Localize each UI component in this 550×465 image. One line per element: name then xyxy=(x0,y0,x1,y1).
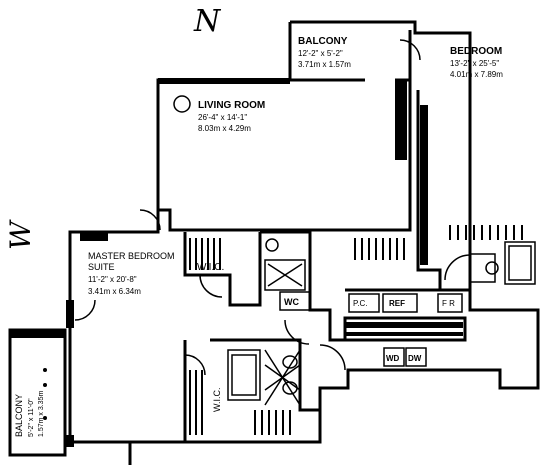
master-bedroom-name-1: MASTER BEDROOM xyxy=(88,251,175,261)
balcony-left-name: BALCONY xyxy=(14,394,24,437)
label-bedroom: BEDROOM 13'-2" x 25'-5" 4.01m x 7.89m xyxy=(450,46,503,79)
living-room-metric: 8.03m x 4.29m xyxy=(198,124,251,133)
master-bedroom-metric: 3.41m x 6.34m xyxy=(88,287,141,296)
closet-shelving xyxy=(189,225,523,435)
vanity-crosshatch xyxy=(264,349,301,406)
wd-label: WD xyxy=(386,354,400,363)
balcony-top-name: BALCONY xyxy=(298,36,348,47)
sink-bedroom xyxy=(485,261,499,275)
living-room-column xyxy=(173,95,191,113)
balcony-top-imperial: 12'-2" x 5'-2" xyxy=(298,49,343,58)
solid-walls xyxy=(80,78,463,336)
label-balcony-top: BALCONY 12'-2" x 5'-2" 3.71m x 1.57m xyxy=(298,36,351,69)
compass-west: W xyxy=(4,219,37,250)
sink-bath xyxy=(265,238,279,252)
living-room-imperial: 26'-4" x 14'-1" xyxy=(198,113,247,122)
wic-label-2: W.I.C. xyxy=(212,388,222,413)
wc-box xyxy=(279,291,311,311)
tub-master xyxy=(227,349,261,401)
balcony-left-imperial: 5'-2" x 11'-0" xyxy=(28,398,35,437)
balcony-left-metric: 1.57m x 3.35m xyxy=(38,391,45,437)
master-bedroom-imperial: 11'-2" x 20'-8" xyxy=(88,275,137,284)
ref-box xyxy=(382,293,418,313)
exterior-wall xyxy=(128,20,540,465)
bedroom-name: BEDROOM xyxy=(450,46,502,57)
label-balcony-left: BALCONY 5'-2" x 11'-0" 1.57m x 3.35m xyxy=(14,391,45,437)
wc-label: WC xyxy=(284,297,299,307)
master-suite-wall xyxy=(68,325,130,444)
kitchen-counter xyxy=(343,316,467,342)
bath-lower-wall xyxy=(210,338,320,412)
sink-2 xyxy=(282,381,298,395)
pc-label: P.C. xyxy=(353,299,368,308)
fr-box xyxy=(437,293,463,313)
living-room-wall xyxy=(156,78,412,232)
living-room-name: LIVING ROOM xyxy=(198,100,265,111)
label-master-bedroom: MASTER BEDROOM SUITE 11'-2" x 20'-8" 3.4… xyxy=(88,251,175,296)
ref-label: REF xyxy=(389,299,405,308)
balcony-left-rail xyxy=(10,330,65,338)
kitchen-appliances xyxy=(279,291,463,367)
wic-label-1: W.I.C. xyxy=(197,262,224,273)
bath-fixtures xyxy=(173,95,536,406)
compass-north: N xyxy=(193,4,222,39)
dw-box xyxy=(405,347,427,367)
kitchen-wall xyxy=(345,288,472,310)
master-bedroom-name-2: SUITE xyxy=(88,262,115,272)
tub-hall-bath xyxy=(264,259,306,291)
bedroom-metric: 4.01m x 7.89m xyxy=(450,70,503,79)
bath-wall xyxy=(260,230,345,342)
label-living-room: LIVING ROOM 26'-4" x 14'-1" 8.03m x 4.29… xyxy=(198,100,265,133)
walls xyxy=(66,20,540,465)
pc-box xyxy=(348,293,380,313)
door-swings xyxy=(74,39,471,376)
wic-wall xyxy=(183,232,262,307)
tub-bedroom xyxy=(504,241,536,285)
sink-1 xyxy=(282,355,298,369)
wd-box xyxy=(383,347,405,367)
dw-label: DW xyxy=(408,354,422,363)
balcony-top-metric: 3.71m x 1.57m xyxy=(298,60,351,69)
bedroom-imperial: 13'-2" x 25'-5" xyxy=(450,59,499,68)
fr-label: F R xyxy=(442,299,455,308)
balcony-left-posts xyxy=(43,300,74,447)
